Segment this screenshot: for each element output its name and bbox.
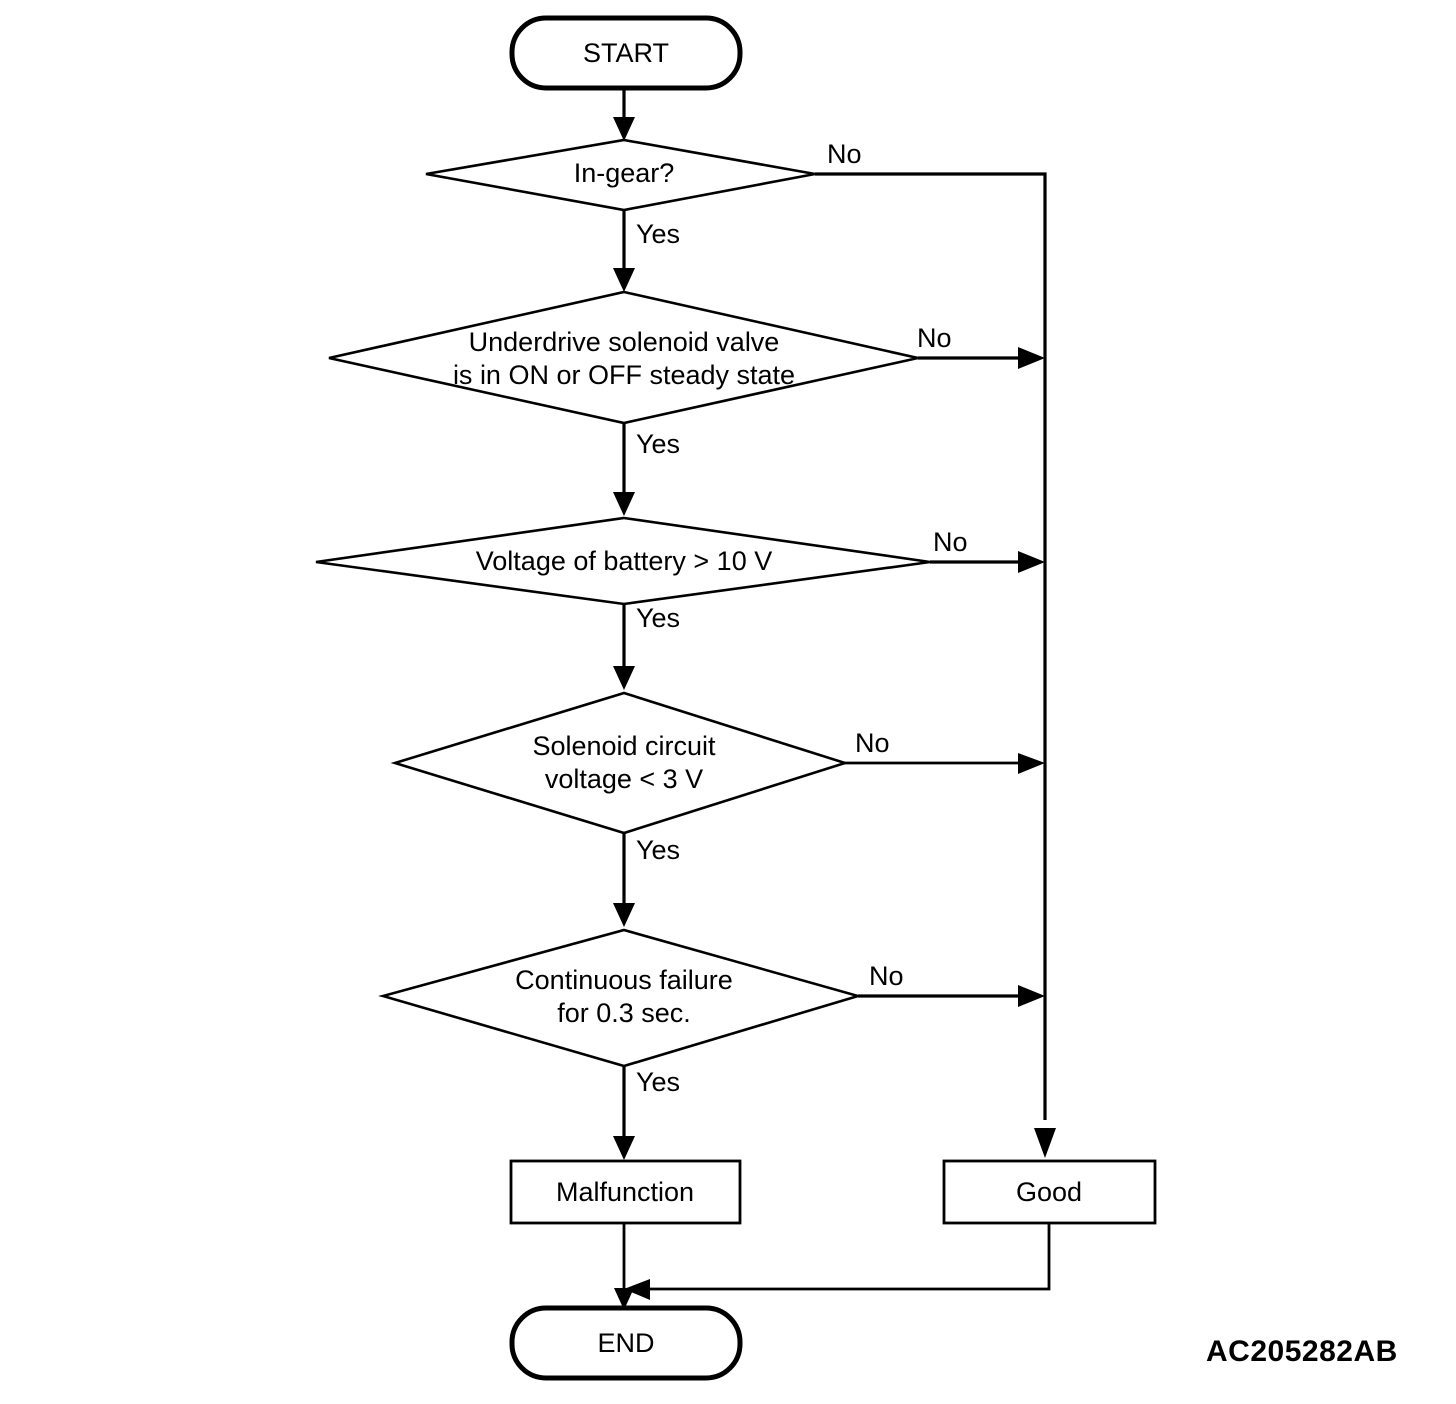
decision2-label-line2: is in ON or OFF steady state bbox=[453, 360, 795, 390]
arrow-head-icon bbox=[614, 1288, 634, 1310]
decision5-label-line1: Continuous failure bbox=[515, 965, 733, 995]
decision3-label: Voltage of battery > 10 V bbox=[476, 546, 772, 576]
edge-decision4-yes: Yes bbox=[613, 833, 680, 927]
end-label: END bbox=[597, 1328, 654, 1358]
good-label: Good bbox=[1016, 1177, 1082, 1207]
edge-label-yes-3: Yes bbox=[636, 603, 680, 633]
end-terminal-shape bbox=[509, 1305, 743, 1381]
decision4-label-line1: Solenoid circuit bbox=[532, 731, 716, 761]
edge-label-no-5: No bbox=[869, 961, 904, 991]
arrow-head-icon bbox=[1018, 347, 1045, 369]
edge-decision3-no: No bbox=[930, 527, 1045, 573]
arrow-head-icon bbox=[613, 117, 635, 141]
node-decision-continuous-failure[interactable]: Continuous failure for 0.3 sec. bbox=[378, 928, 863, 1068]
edge-label-yes-2: Yes bbox=[636, 429, 680, 459]
node-decision-battery-voltage[interactable]: Voltage of battery > 10 V bbox=[315, 516, 931, 606]
start-terminal-shape bbox=[509, 15, 743, 91]
edge-decision4-no: No bbox=[845, 728, 1045, 774]
good-box-shape bbox=[942, 1159, 1157, 1225]
start-label: START bbox=[583, 38, 669, 68]
node-good[interactable]: Good bbox=[942, 1159, 1157, 1225]
decision2-label-line1: Underdrive solenoid valve bbox=[469, 327, 780, 357]
arrow-head-icon bbox=[1018, 985, 1045, 1007]
node-end[interactable]: END bbox=[509, 1305, 743, 1381]
malfunction-label: Malfunction bbox=[556, 1177, 694, 1207]
decision2-diamond-shape bbox=[328, 290, 919, 425]
node-malfunction[interactable]: Malfunction bbox=[509, 1159, 742, 1225]
edge-label-no-4: No bbox=[855, 728, 890, 758]
edge-label-yes-1: Yes bbox=[636, 219, 680, 249]
edge-decision2-no: No bbox=[917, 323, 1045, 369]
arrow-head-icon bbox=[613, 268, 635, 292]
connector-line bbox=[815, 172, 1047, 1120]
arrow-head-icon bbox=[1034, 1128, 1056, 1158]
edge-decision5-yes: Yes bbox=[613, 1066, 680, 1160]
malfunction-box-shape bbox=[509, 1159, 742, 1225]
decision4-diamond-shape bbox=[390, 691, 850, 835]
arrow-head-icon bbox=[1018, 753, 1045, 774]
connector-start-to-decision1 bbox=[613, 88, 635, 141]
figure-code-label: AC205282AB bbox=[1206, 1335, 1398, 1368]
decision1-label: In-gear? bbox=[574, 158, 675, 188]
connector-line bbox=[640, 1223, 1051, 1291]
edge-label-no-3: No bbox=[933, 527, 968, 557]
edge-label-no-2: No bbox=[917, 323, 952, 353]
arrow-head-icon bbox=[624, 1279, 650, 1300]
edge-label-no-1: No bbox=[827, 139, 862, 169]
edge-label-yes-4: Yes bbox=[636, 835, 680, 865]
edge-decision1-no: No bbox=[815, 139, 1056, 1158]
edge-good-to-end bbox=[624, 1223, 1051, 1300]
node-start[interactable]: START bbox=[509, 15, 743, 91]
arrow-head-icon bbox=[613, 666, 635, 690]
edge-decision3-yes: Yes bbox=[613, 603, 680, 690]
node-decision-in-gear[interactable]: In-gear? bbox=[425, 138, 816, 212]
decision5-label-line2: for 0.3 sec. bbox=[557, 998, 691, 1028]
edge-malfunction-to-end bbox=[614, 1223, 634, 1310]
arrow-head-icon bbox=[613, 492, 635, 516]
edge-decision5-no: No bbox=[858, 961, 1045, 1007]
edge-decision1-yes: Yes bbox=[613, 210, 680, 292]
node-decision-underdrive-solenoid[interactable]: Underdrive solenoid valve is in ON or OF… bbox=[328, 290, 919, 425]
decision4-label-line2: voltage < 3 V bbox=[545, 764, 703, 794]
node-decision-solenoid-circuit-voltage[interactable]: Solenoid circuit voltage < 3 V bbox=[390, 691, 850, 835]
edge-label-yes-5: Yes bbox=[636, 1067, 680, 1097]
edge-decision2-yes: Yes bbox=[613, 423, 680, 516]
arrow-head-icon bbox=[1018, 551, 1045, 573]
arrow-head-icon bbox=[613, 903, 635, 927]
arrow-head-icon bbox=[613, 1136, 635, 1160]
